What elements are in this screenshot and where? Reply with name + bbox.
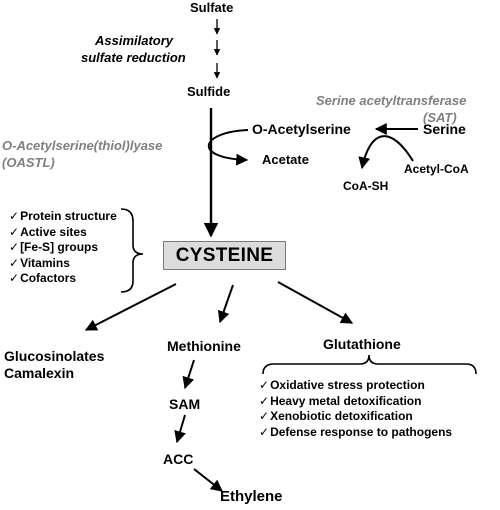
sat-enzyme-label: Serine acetyltransferase [316,93,467,108]
methionine-to-sam-arrow [182,359,195,390]
coa-sh-label: CoA-SH [343,179,389,193]
cysteine-roles-brace [120,208,144,293]
sat-abbrev-label: (SAT) [423,110,457,125]
cysteine-role-item: Protein structure [9,209,117,225]
oas-to-acetate-curve [207,129,249,166]
acetyl-coa-label: Acetyl-CoA [404,162,469,176]
glutathione-label: Glutathione [323,336,401,352]
camalexin-label: Camalexin [4,365,75,381]
glutathione-role-item: Oxidative stress protection [259,378,452,394]
acc-to-ethylene-arrow [193,468,223,492]
acetylcoa-to-coash-curve [358,135,414,170]
cysteine-role-item: Vitamins [9,256,117,272]
acc-label: ACC [163,451,194,467]
glutathione-roles-brace [262,354,477,375]
glutathione-role-item: Xenobiotic detoxification [259,409,452,425]
glutathione-role-item: Defense response to pathogens [259,425,452,441]
assimilatory-label: Assimilatory [95,33,174,48]
cysteine-role-item: [Fe-S] groups [9,240,117,256]
sulfate-label: Sulfate [190,0,234,15]
sam-to-acc-arrow [174,414,186,444]
cysteine-role-item: Active sites [9,225,117,241]
cysteine-role-item: Cofactors [9,271,117,287]
cysteine-roles-list: Protein structure Active sites [Fe-S] gr… [9,209,117,287]
acetate-label: Acetate [262,152,309,167]
ethylene-label: Ethylene [220,488,283,505]
serine-label: Serine [423,121,466,137]
glucosinolates-label: Glucosinolates [4,348,105,364]
cysteine-to-glucosinolates-arrow [84,283,177,331]
cysteine-to-methionine-arrow [217,284,234,324]
methionine-label: Methionine [167,338,241,354]
glutathione-role-item: Heavy metal detoxification [259,394,452,410]
glutathione-roles-list: Oxidative stress protection Heavy metal … [259,378,452,440]
cysteine-box: CYSTEINE [163,241,286,270]
sulfate-reduction-label: sulfate reduction [81,50,186,65]
oastl-abbrev-label: (OASTL) [2,155,55,170]
oastl-enzyme-label: O-Acetylserine(thiol)lyase [2,138,163,153]
sam-label: SAM [169,396,201,412]
sulfide-label: Sulfide [187,84,231,99]
o-acetylserine-label: O-Acetylserine [252,121,351,137]
cysteine-to-glutathione-arrow [277,281,354,324]
